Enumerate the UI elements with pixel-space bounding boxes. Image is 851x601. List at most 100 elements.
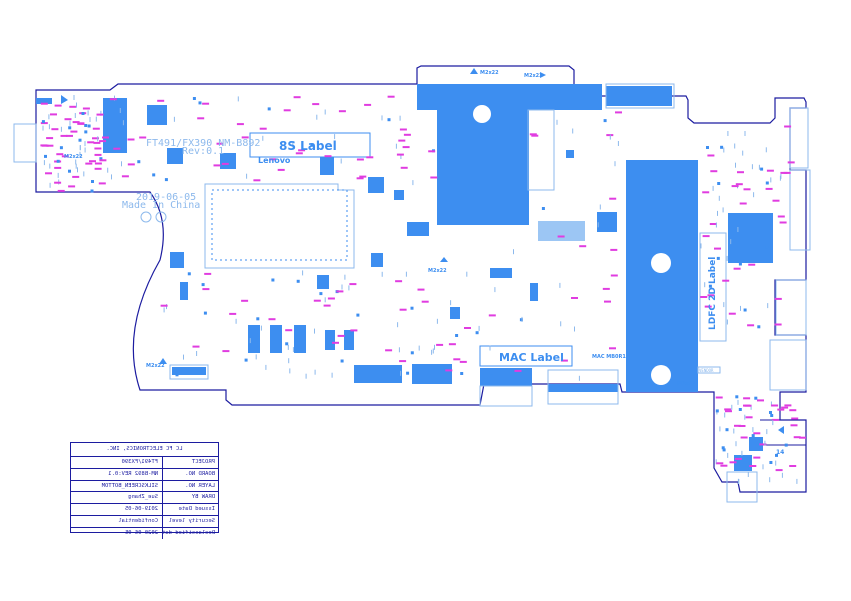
title-block-label: Issued Date [162, 504, 218, 515]
mac-small-text: MAC MB0R1 [592, 354, 626, 360]
via-pad [84, 124, 88, 127]
passive-outline [752, 427, 754, 433]
ldfc-label-text: LDFC 2D Label [708, 257, 718, 330]
refdes-mark [729, 461, 737, 464]
via-pad [90, 189, 94, 193]
refdes-mark [714, 247, 721, 250]
passive-outline [436, 318, 438, 324]
passive-outline [316, 114, 318, 120]
refdes-mark [94, 147, 102, 150]
refdes-mark [46, 137, 54, 140]
refdes-mark [221, 162, 229, 165]
passive-outline [121, 161, 122, 167]
lenovo-brand-text: Lenovo [258, 156, 291, 165]
refdes-mark [710, 170, 718, 173]
refdes-mark [99, 159, 107, 162]
passive-outline [331, 372, 333, 378]
passive-outline [84, 147, 86, 153]
refdes-mark [784, 125, 792, 128]
refdes-mark [364, 103, 372, 106]
screw-tags: M2x22 M2x22 M2x22 M2x22 M2x22 M2x22 [64, 70, 696, 387]
refdes-mark [421, 300, 429, 303]
refdes-mark [743, 188, 751, 191]
passive-outline [700, 243, 702, 249]
board-cutout [760, 419, 806, 446]
via-pad [244, 358, 248, 362]
passive-outline [75, 159, 77, 165]
refdes-mark [402, 146, 410, 149]
refdes-mark [89, 160, 96, 163]
via-pad [784, 443, 788, 447]
refdes-mark [94, 162, 102, 165]
title-block-row: LAYER NO.SILKSCREEN_BOTTOM [71, 480, 218, 493]
refdes-mark [327, 297, 335, 300]
via-pad [769, 461, 773, 464]
via-pad [68, 126, 72, 130]
passive-outline [597, 222, 599, 228]
title-block-label: Security level [162, 515, 218, 527]
title-block-label: BOARD NO. [162, 468, 218, 480]
passive-outline [781, 472, 783, 478]
refdes-mark [453, 358, 461, 361]
via-pad [717, 182, 721, 185]
mac-label-box [479, 345, 573, 367]
passive-outline [87, 110, 89, 116]
via-pad [406, 371, 410, 375]
passive-outline [76, 102, 77, 108]
via-pad [490, 371, 493, 375]
refdes-mark [157, 99, 165, 102]
passive-outline [397, 322, 399, 328]
refdes-mark [197, 117, 205, 120]
refdes-mark [757, 399, 764, 402]
refdes-mark [531, 134, 539, 137]
refdes-mark [700, 296, 708, 298]
refdes-mark [722, 279, 730, 282]
refdes-mark [324, 155, 332, 158]
passive-outline [405, 271, 407, 277]
refdes-mark [609, 197, 617, 200]
via-pad [708, 284, 712, 288]
via-pad [743, 308, 747, 312]
refdes-mark [704, 305, 712, 308]
passive-outline [718, 195, 720, 201]
passive-outline [432, 348, 434, 354]
title-block-company: LC FC ELECTRONICS, INC. [71, 443, 218, 457]
refdes-mark [793, 436, 801, 439]
refdes-mark [707, 294, 715, 297]
via-pad [78, 138, 82, 142]
via-pad [319, 292, 323, 296]
refdes-mark [436, 343, 444, 346]
via-pad [765, 245, 769, 249]
passive-outline [724, 412, 726, 418]
refdes-mark [241, 136, 249, 139]
passive-outline [314, 369, 316, 375]
refdes-mark [204, 272, 212, 275]
refdes-mark [709, 223, 717, 225]
passive-outline [466, 271, 468, 277]
passive-outline [744, 414, 746, 420]
passive-outline [75, 163, 77, 169]
passive-outline [235, 318, 237, 324]
passive-outline [395, 143, 397, 149]
refdes-mark [738, 425, 746, 427]
refdes-mark [192, 345, 200, 348]
passive-outline [418, 345, 420, 351]
refdes-mark [790, 424, 798, 427]
passive-outline [740, 305, 741, 311]
passive-outline [89, 117, 91, 122]
refdes-mark [285, 329, 293, 332]
refdes-mark [748, 263, 756, 266]
passive-outline [737, 478, 739, 484]
via-pad [44, 154, 47, 158]
passive-outline [97, 136, 99, 142]
screw-tag: M2x22 [64, 154, 83, 160]
refdes-mark [293, 96, 301, 99]
passive-outline [196, 351, 198, 356]
passive-outline [431, 349, 433, 355]
passive-outline [83, 171, 85, 177]
passive-outline [735, 441, 737, 447]
refdes-mark [725, 410, 732, 413]
passive-outline [434, 344, 435, 350]
